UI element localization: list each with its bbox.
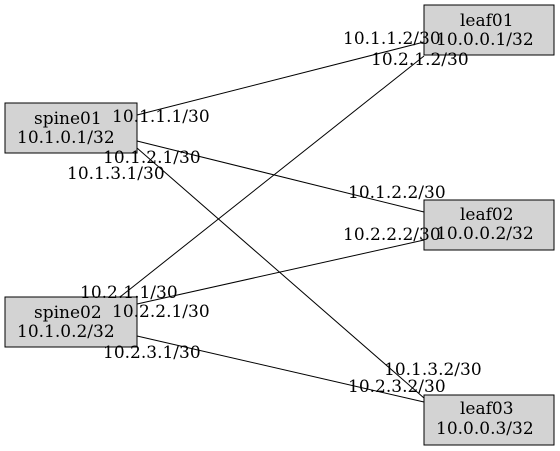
edge-labels: 10.1.1.1/30 10.1.1.2/30 10.1.2.1/30 10.1… [67, 29, 482, 397]
edge-label-spine02-leaf01-leaf: 10.2.1.2/30 [371, 50, 469, 70]
edge-spine02-leaf03 [136, 335, 425, 403]
edge-label-spine02-leaf02-leaf: 10.2.2.2/30 [343, 225, 441, 245]
edge-label-spine02-leaf02-spine: 10.2.2.1/30 [112, 302, 210, 322]
edge-label-spine01-leaf01-spine: 10.1.1.1/30 [112, 107, 210, 127]
edge-label-spine02-leaf03-spine: 10.2.3.1/30 [103, 343, 201, 363]
edge-label-spine01-leaf03-leaf: 10.1.3.2/30 [384, 360, 482, 380]
edges [119, 41, 425, 403]
node-ip: 10.0.0.2/32 [436, 224, 534, 244]
node-leaf02[interactable]: leaf02 10.0.0.2/32 [423, 199, 555, 251]
edge-spine01-leaf02 [136, 140, 425, 213]
edge-label-spine01-leaf02-leaf: 10.1.2.2/30 [348, 183, 446, 203]
node-leaf03[interactable]: leaf03 10.0.0.3/32 [423, 394, 555, 446]
node-name: spine01 [34, 109, 102, 129]
node-ip: 10.1.0.2/32 [17, 322, 115, 342]
edge-spine01-leaf03 [136, 147, 425, 399]
node-name: leaf01 [460, 11, 514, 31]
node-name: spine02 [34, 303, 102, 323]
edge-label-spine02-leaf01-spine: 10.2.1.1/30 [80, 283, 178, 303]
node-ip: 10.1.0.1/32 [17, 128, 115, 148]
node-ip: 10.0.0.1/32 [436, 30, 534, 50]
edge-label-spine01-leaf02-spine: 10.1.2.1/30 [103, 148, 201, 168]
edge-label-spine01-leaf03-spine: 10.1.3.1/30 [67, 164, 165, 184]
node-spine01[interactable]: spine01 10.1.0.1/32 [4, 102, 138, 154]
edge-spine01-leaf01 [136, 41, 425, 116]
edge-label-spine01-leaf01-leaf: 10.1.1.2/30 [343, 29, 441, 49]
node-ip: 10.0.0.3/32 [436, 419, 534, 439]
edge-spine02-leaf02 [136, 239, 425, 305]
node-leaf01[interactable]: leaf01 10.0.0.1/32 [423, 4, 555, 56]
node-name: leaf03 [460, 399, 514, 419]
edge-label-spine02-leaf03-leaf: 10.2.3.2/30 [348, 377, 446, 397]
node-spine02[interactable]: spine02 10.1.0.2/32 [4, 296, 138, 348]
node-name: leaf02 [460, 205, 514, 225]
edge-spine02-leaf01 [119, 55, 425, 298]
